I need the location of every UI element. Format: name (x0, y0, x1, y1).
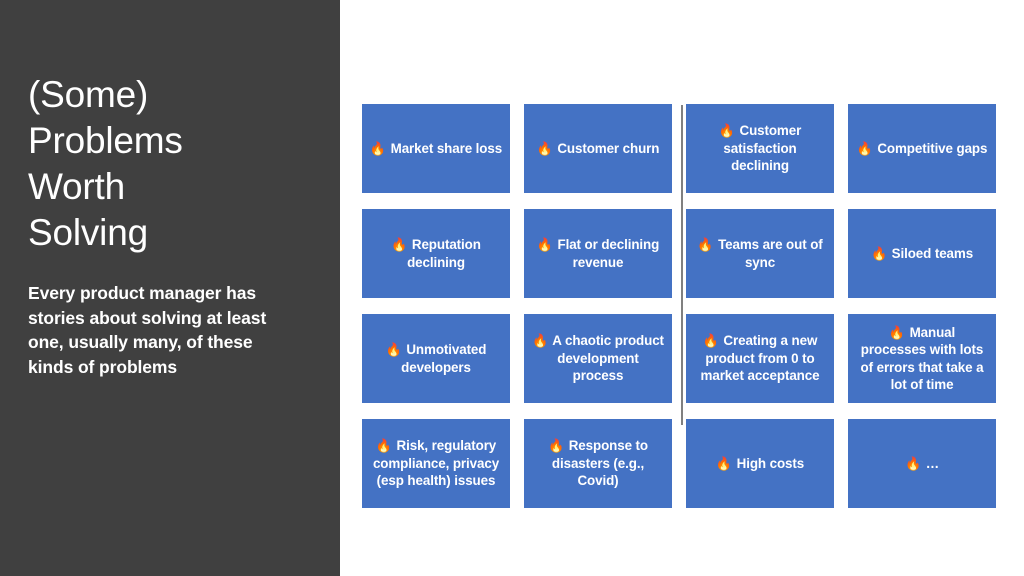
problem-card[interactable]: 🔥 Customer satisfaction declining (686, 104, 834, 193)
problem-card[interactable]: 🔥 A chaotic product development process (524, 314, 672, 403)
problem-card[interactable]: 🔥 Reputation declining (362, 209, 510, 298)
problem-card-label: Competitive gaps (877, 140, 988, 156)
content-area: 🔥 Market share loss 🔥 Customer churn 🔥 C… (340, 0, 1024, 576)
problem-card[interactable]: 🔥 … (848, 419, 996, 508)
fire-icon: 🔥 (702, 333, 719, 349)
problem-card[interactable]: 🔥 Response to disasters (e.g., Covid) (524, 419, 672, 508)
fire-icon: 🔥 (888, 324, 905, 340)
fire-icon: 🔥 (385, 342, 402, 357)
fire-icon: 🔥 (391, 237, 408, 252)
fire-icon: 🔥 (870, 245, 888, 261)
problem-card[interactable]: 🔥 Teams are out of sync (686, 209, 834, 298)
fire-icon: 🔥 (369, 140, 387, 156)
fire-icon: 🔥 (532, 333, 549, 349)
problem-card[interactable]: 🔥 Customer churn (524, 104, 672, 193)
problem-card-label: Manual processes with lots of errors tha… (860, 324, 984, 393)
problem-card[interactable]: 🔥 Risk, regulatory compliance, privacy (… (362, 419, 510, 508)
problem-card-label: Customer satisfaction declining (723, 123, 802, 174)
problem-card[interactable]: 🔥 Flat or declining revenue (524, 209, 672, 298)
problem-card-label: Risk, regulatory compliance, privacy (es… (372, 438, 500, 489)
problem-card-label: High costs (736, 455, 805, 471)
fire-icon: 🔥 (718, 123, 735, 139)
problem-card-label: Response to disasters (e.g., Covid) (551, 438, 648, 489)
fire-icon: 🔥 (715, 455, 732, 471)
fire-icon: 🔥 (904, 455, 922, 471)
fire-icon: 🔥 (548, 438, 565, 454)
fire-icon: 🔥 (856, 140, 873, 156)
subtitle-text: Every product manager has stories about … (28, 283, 267, 377)
problem-card[interactable]: 🔥 Competitive gaps (848, 104, 996, 193)
problem-card-grid: 🔥 Market share loss 🔥 Customer churn 🔥 C… (362, 104, 998, 508)
problem-card[interactable]: 🔥 Siloed teams (848, 209, 996, 298)
problem-card-label: Flat or declining revenue (557, 237, 660, 270)
problem-card-label: Siloed teams (891, 245, 974, 261)
fire-icon: 🔥 (375, 438, 392, 454)
problem-card[interactable]: 🔥 Creating a new product from 0 to marke… (686, 314, 834, 403)
problem-card-label: … (925, 455, 939, 471)
title-panel: (Some) Problems Worth Solving Every prod… (0, 0, 340, 576)
problem-card-label: Reputation declining (407, 237, 481, 270)
problem-card-label: A chaotic product development process (552, 333, 664, 384)
problem-card[interactable]: 🔥 Market share loss (362, 104, 510, 193)
fire-icon: 🔥 (697, 237, 714, 252)
fire-icon: 🔥 (536, 140, 553, 156)
problem-card[interactable]: 🔥 Unmotivated developers (362, 314, 510, 403)
problem-card[interactable]: 🔥 High costs (686, 419, 834, 508)
problem-card-label: Market share loss (390, 140, 503, 156)
fire-icon: 🔥 (536, 237, 553, 252)
problem-card-label: Customer churn (557, 140, 660, 156)
problem-card-label: Teams are out of sync (718, 237, 823, 270)
page-title: (Some) Problems Worth Solving (28, 74, 183, 253)
vertical-divider (681, 105, 683, 425)
problem-card[interactable]: 🔥 Manual processes with lots of errors t… (848, 314, 996, 403)
problem-card-label: Unmotivated developers (401, 342, 487, 375)
problem-card-label: Creating a new product from 0 to market … (700, 333, 820, 384)
